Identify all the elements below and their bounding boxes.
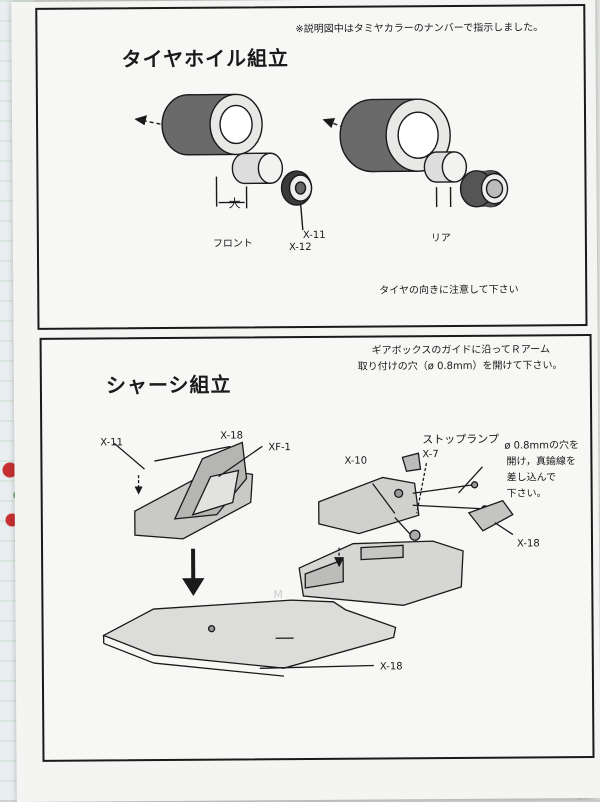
wire-note-line1: ø 0.8mmの穴を [504, 436, 579, 452]
tire-wheel-assembly-panel: ※説明図中はタミヤカラーのナンバーで指示しました。 タイヤホイル組立 [35, 4, 587, 330]
part-x18-label-bottom: X-18 [380, 661, 403, 672]
part-x10-label: X-10 [344, 456, 367, 467]
front-part-x12: X-12 [289, 242, 312, 253]
rear-arrow-head [324, 119, 334, 127]
front-rim [232, 153, 282, 183]
wire-note-line3: 差し込んで [506, 468, 556, 483]
rear-chassis-section [299, 541, 463, 606]
wire-note-line2: 開け，真鍮線を [506, 452, 576, 467]
chassis-diagram [42, 336, 593, 760]
chassis-assembly-panel: ギアボックスのガイドに沿ってＲアーム 取り付けの穴（ø 0.8mm）を開けて下さ… [40, 334, 595, 762]
front-arrow-head [136, 116, 146, 124]
dimension-large-label: 大 [229, 194, 241, 211]
seat-tub-xf1 [134, 442, 263, 539]
rear-wheel [460, 171, 507, 207]
part-xf1-label: XF-1 [268, 442, 291, 453]
front-label: フロント [213, 234, 253, 249]
tire-direction-caution: タイヤの向きに注意して下さい [379, 281, 519, 297]
part-x18-label-right: X-18 [517, 538, 540, 549]
watermark-text: M [273, 588, 289, 601]
stop-lamp-label: ストップランプ [422, 431, 499, 448]
front-tire [162, 94, 262, 155]
rear-rim [424, 152, 466, 182]
part-x11-label: X-11 [100, 437, 123, 448]
front-part-x11: X-11 [303, 230, 326, 241]
tire-wheel-diagram [37, 6, 585, 328]
rear-label: リア [431, 229, 451, 244]
instruction-sheet: ※説明図中はタミヤカラーのナンバーで指示しました。 タイヤホイル組立 [11, 0, 600, 802]
wire-note-line4: 下さい。 [507, 484, 547, 499]
install-arrow [183, 579, 203, 595]
part-x18-label-top: X-18 [220, 430, 243, 441]
front-wheel-face [281, 171, 311, 205]
part-x7-label: X-7 [422, 449, 438, 460]
